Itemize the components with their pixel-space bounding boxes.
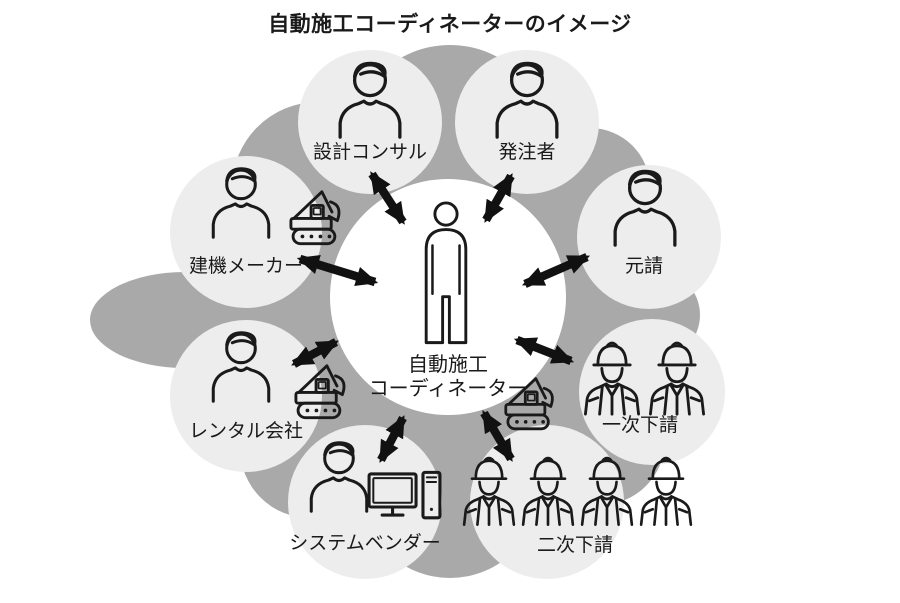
center-label-line2: コーディネーター <box>369 377 528 400</box>
node-label-ichiji: 一次下請 <box>602 414 678 436</box>
node-label-sekkei-consul: 設計コンサル <box>313 141 427 163</box>
node-circle-kenki-maker <box>170 156 322 308</box>
node-circle-sekkei-consul <box>298 50 442 194</box>
center-label-line1: 自動施工 <box>408 353 488 376</box>
arrow-center-ichiji <box>513 336 575 365</box>
arrow-center-rental <box>291 338 339 368</box>
node-label-niji: 二次下請 <box>537 534 613 556</box>
arrow-center-sekkei-consul <box>368 171 407 225</box>
node-circle-niji <box>470 425 624 579</box>
node-label-motouke: 元請 <box>625 255 663 277</box>
node-circle-rental <box>170 320 322 472</box>
node-label-hacchusha: 発注者 <box>498 141 555 163</box>
arrow-center-hacchusha <box>482 173 515 223</box>
node-label-rental: レンタル会社 <box>189 420 303 442</box>
arrow-center-kenki-maker <box>296 254 379 287</box>
node-label-kenki-maker: 建機メーカー <box>189 255 303 277</box>
node-circle-hacchusha <box>455 50 599 194</box>
arrows <box>291 171 591 463</box>
node-label-system-vendor: システムベンダー <box>289 532 440 554</box>
arrow-center-system-vendor <box>377 415 407 463</box>
node-circle-motouke <box>577 165 721 309</box>
diagram-title: 自動施工コーディネーターのイメージ <box>268 13 632 36</box>
arrow-center-motouke <box>521 253 591 288</box>
arrow-center-niji <box>480 410 515 462</box>
